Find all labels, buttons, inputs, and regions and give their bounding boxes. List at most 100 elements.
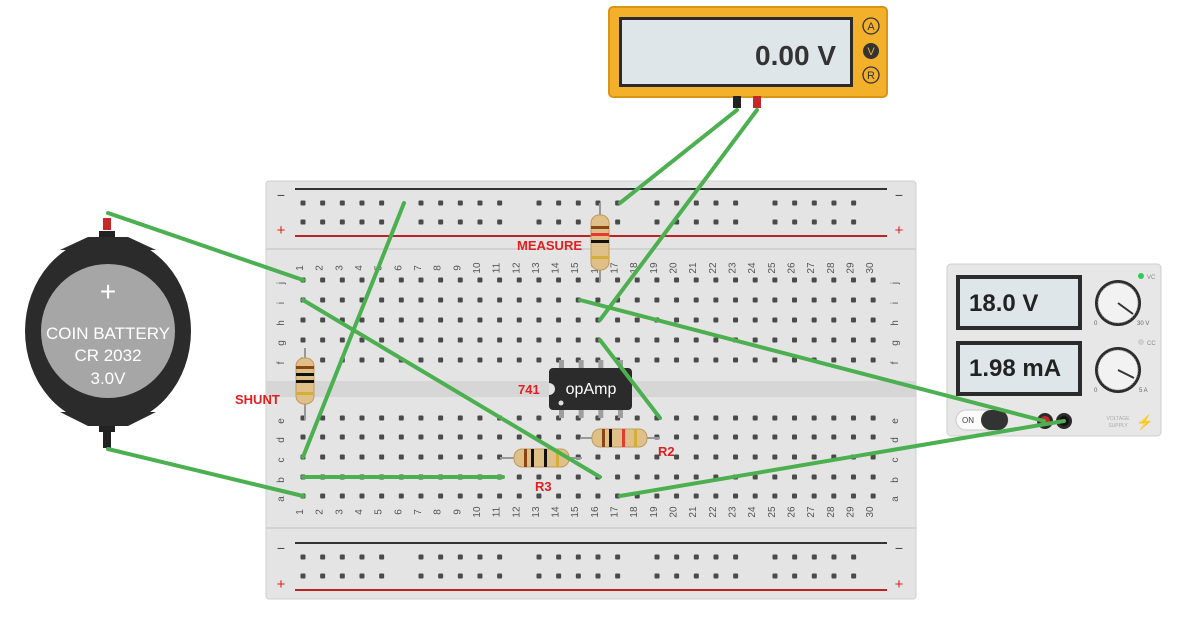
breadboard-hole[interactable] [831, 415, 837, 421]
breadboard-hole[interactable] [772, 474, 778, 480]
rail-hole[interactable] [733, 573, 739, 579]
breadboard-hole[interactable] [497, 317, 503, 323]
breadboard-hole[interactable] [339, 277, 345, 283]
breadboard-hole[interactable] [615, 277, 621, 283]
breadboard-hole[interactable] [438, 493, 444, 499]
breadboard-hole[interactable] [418, 297, 424, 303]
breadboard-hole[interactable] [536, 415, 542, 421]
wire[interactable] [301, 201, 406, 459]
breadboard-hole[interactable] [693, 357, 699, 363]
breadboard-hole[interactable] [792, 297, 797, 303]
breadboard-hole[interactable] [674, 317, 680, 323]
rail-hole[interactable] [851, 219, 857, 225]
power-supply[interactable]: 18.0 V 1.98 mA VC CC 0 30 V 0 5 A ON [946, 263, 1162, 437]
power-switch[interactable]: ON [955, 409, 1009, 431]
rail-hole[interactable] [831, 200, 837, 206]
breadboard-hole[interactable] [497, 434, 503, 440]
breadboard-hole[interactable] [831, 317, 837, 323]
breadboard-hole[interactable] [418, 415, 424, 421]
breadboard-hole[interactable] [634, 454, 640, 460]
breadboard-hole[interactable] [339, 337, 345, 343]
breadboard-hole[interactable] [713, 317, 719, 323]
breadboard-hole[interactable] [575, 474, 581, 480]
breadboard-hole[interactable] [320, 454, 326, 460]
breadboard-hole[interactable] [733, 277, 739, 283]
breadboard-hole[interactable] [850, 357, 856, 363]
breadboard-hole[interactable] [418, 454, 424, 460]
breadboard-hole[interactable] [556, 434, 562, 440]
breadboard-hole[interactable] [418, 277, 424, 283]
breadboard-hole[interactable] [418, 434, 424, 440]
rail-hole[interactable] [615, 219, 621, 225]
breadboard-hole[interactable] [300, 337, 306, 343]
breadboard-hole[interactable] [615, 337, 621, 343]
voltage-knob[interactable] [1095, 280, 1141, 326]
rail-hole[interactable] [418, 554, 424, 560]
breadboard-hole[interactable] [693, 297, 699, 303]
rail-hole[interactable] [831, 573, 837, 579]
breadboard-hole[interactable] [438, 277, 444, 283]
breadboard-hole[interactable] [772, 317, 778, 323]
rail-hole[interactable] [339, 573, 345, 579]
breadboard-hole[interactable] [792, 357, 797, 363]
breadboard-hole[interactable] [516, 474, 522, 480]
multimeter-com-probe[interactable] [733, 96, 741, 108]
breadboard-hole[interactable] [438, 454, 444, 460]
breadboard-hole[interactable] [575, 493, 581, 499]
breadboard-hole[interactable] [674, 277, 680, 283]
breadboard-hole[interactable] [477, 297, 483, 303]
breadboard-hole[interactable] [497, 297, 503, 303]
breadboard-hole[interactable] [536, 337, 542, 343]
rail-hole[interactable] [359, 573, 365, 579]
breadboard-hole[interactable] [438, 415, 444, 421]
breadboard-hole[interactable] [772, 277, 778, 283]
rail-hole[interactable] [320, 573, 326, 579]
breadboard-hole[interactable] [772, 297, 778, 303]
breadboard-hole[interactable] [713, 415, 719, 421]
breadboard-hole[interactable] [359, 317, 365, 323]
breadboard-hole[interactable] [713, 337, 719, 343]
rail-hole[interactable] [418, 573, 424, 579]
rail-hole[interactable] [497, 554, 503, 560]
breadboard-hole[interactable] [693, 277, 699, 283]
breadboard-hole[interactable] [752, 474, 758, 480]
breadboard-hole[interactable] [457, 277, 463, 283]
breadboard-hole[interactable] [792, 337, 797, 343]
rail-hole[interactable] [851, 200, 857, 206]
breadboard-hole[interactable] [300, 317, 306, 323]
breadboard-hole[interactable] [320, 317, 326, 323]
breadboard-hole[interactable] [320, 434, 326, 440]
rail-hole[interactable] [379, 219, 385, 225]
rail-hole[interactable] [575, 200, 581, 206]
rail-hole[interactable] [438, 219, 444, 225]
breadboard-hole[interactable] [398, 434, 404, 440]
rail-hole[interactable] [359, 200, 365, 206]
breadboard-hole[interactable] [320, 415, 326, 421]
breadboard-hole[interactable] [850, 337, 856, 343]
rail-hole[interactable] [575, 554, 581, 560]
breadboard-hole[interactable] [713, 277, 719, 283]
rail-hole[interactable] [477, 219, 483, 225]
breadboard-hole[interactable] [320, 357, 326, 363]
breadboard-hole[interactable] [850, 297, 856, 303]
multimeter[interactable]: 0.00 V A V R [608, 6, 888, 108]
breadboard-hole[interactable] [870, 434, 876, 440]
breadboard-hole[interactable] [615, 454, 621, 460]
rail-hole[interactable] [713, 554, 719, 560]
rail-hole[interactable] [556, 200, 562, 206]
breadboard-hole[interactable] [713, 454, 719, 460]
breadboard-hole[interactable] [674, 454, 680, 460]
breadboard-hole[interactable] [792, 415, 797, 421]
mode-button-a[interactable]: A [862, 17, 880, 35]
rail-hole[interactable] [654, 219, 660, 225]
rail-hole[interactable] [497, 200, 503, 206]
breadboard-hole[interactable] [870, 317, 876, 323]
breadboard-hole[interactable] [693, 474, 699, 480]
rail-hole[interactable] [359, 219, 365, 225]
breadboard-hole[interactable] [870, 415, 876, 421]
breadboard-hole[interactable] [674, 434, 680, 440]
breadboard-hole[interactable] [497, 493, 503, 499]
rail-hole[interactable] [693, 200, 699, 206]
breadboard-hole[interactable] [359, 337, 365, 343]
breadboard-hole[interactable] [418, 493, 424, 499]
